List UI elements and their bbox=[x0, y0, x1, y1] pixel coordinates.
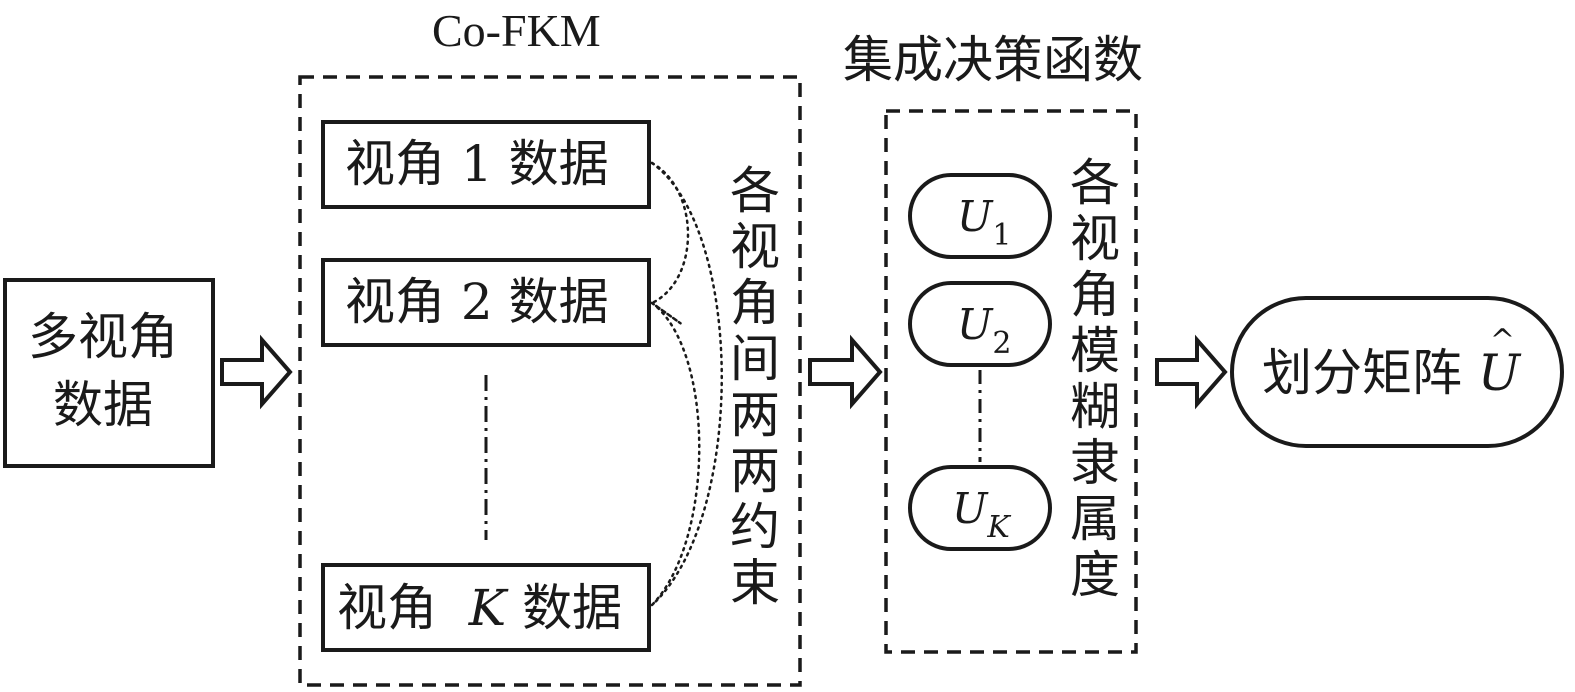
membership-u2-label: U2 bbox=[957, 300, 1012, 361]
view-2-box bbox=[321, 258, 651, 347]
cofkm-container bbox=[298, 75, 802, 687]
ensemble-container bbox=[884, 109, 1138, 654]
hat-accent: ^ bbox=[1489, 323, 1516, 358]
vertical-char: 约 bbox=[730, 498, 780, 556]
vertical-char: 间 bbox=[730, 330, 780, 388]
pairwise-constraint-label: 各视角间两两约束 bbox=[727, 163, 783, 611]
vertical-char: 度 bbox=[1070, 546, 1120, 604]
vertical-char: 各 bbox=[1070, 154, 1120, 212]
vertical-char: 模 bbox=[1070, 322, 1120, 380]
membership-degree-label: 各视角模糊隶属度 bbox=[1067, 155, 1123, 603]
view-k-label: 视角 K 数据 bbox=[337, 579, 623, 637]
vertical-char: 各 bbox=[730, 162, 780, 220]
vertical-char: 角 bbox=[1070, 266, 1120, 324]
output-box bbox=[1230, 296, 1564, 448]
vertical-char: 角 bbox=[730, 274, 780, 332]
membership-u2-pill bbox=[908, 281, 1052, 367]
membership-uk-pill bbox=[908, 465, 1052, 551]
vertical-char: 视 bbox=[730, 218, 780, 276]
membership-u1-pill bbox=[908, 173, 1052, 259]
pairwise-constraint-arcs bbox=[650, 161, 723, 607]
input-label-line2: 数据 bbox=[53, 376, 153, 434]
input-box bbox=[3, 278, 215, 468]
view-k-box bbox=[321, 563, 651, 652]
view-2-label: 视角 2 数据 bbox=[345, 273, 609, 331]
view-1-box bbox=[321, 120, 651, 209]
vertical-char: 属 bbox=[1070, 490, 1120, 548]
cofkm-title: Co-FKM bbox=[432, 5, 601, 56]
vertical-char: 两 bbox=[730, 386, 780, 444]
vertical-char: 隶 bbox=[1070, 434, 1120, 492]
view-1-label: 视角 1 数据 bbox=[345, 135, 609, 193]
arrow-ensemble-to-output bbox=[1155, 334, 1228, 410]
input-label-line1: 多视角 bbox=[28, 308, 178, 366]
vertical-char: 视 bbox=[1070, 210, 1120, 268]
vertical-char: 束 bbox=[730, 554, 780, 612]
membership-uk-label: UK bbox=[952, 484, 1010, 545]
membership-u1-label: U1 bbox=[957, 192, 1012, 253]
vertical-char: 糊 bbox=[1070, 378, 1120, 436]
vertical-char: 两 bbox=[730, 442, 780, 500]
ensemble-title: 集成决策函数 bbox=[843, 31, 1143, 89]
output-label: 划分矩阵 U^ bbox=[1262, 323, 1521, 402]
arrow-cofkm-to-ensemble bbox=[808, 334, 883, 410]
arrow-input-to-cofkm bbox=[220, 334, 293, 410]
